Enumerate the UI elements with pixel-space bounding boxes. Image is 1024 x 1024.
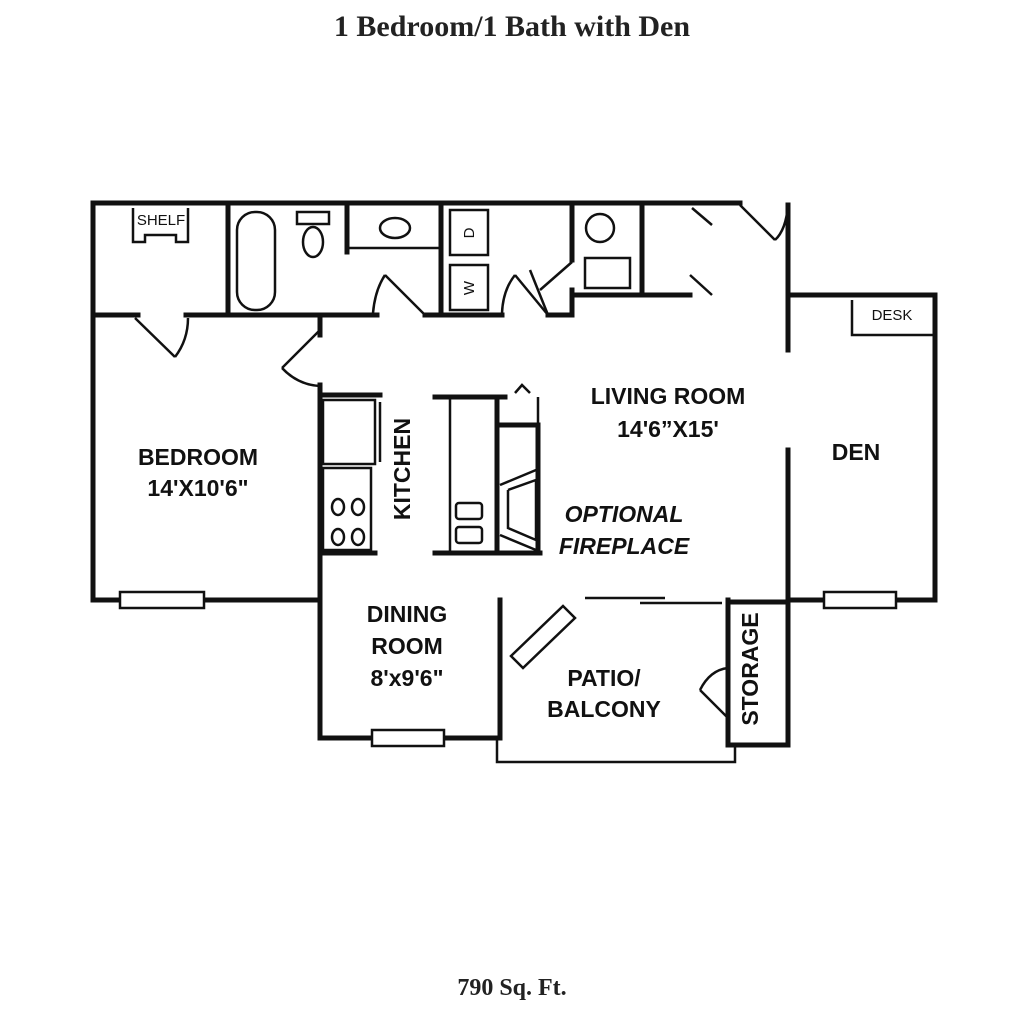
living-room-name: LIVING ROOM	[591, 383, 746, 409]
dining-size: 8'x9'6"	[370, 665, 443, 691]
shelf-label: SHELF	[137, 212, 185, 229]
dining-line1: DINING	[367, 601, 448, 627]
fireplace-line2: FIREPLACE	[559, 533, 690, 559]
fireplace-line1: OPTIONAL	[565, 501, 684, 527]
den-name: DEN	[832, 439, 881, 465]
fixtures: SHELF D W DESK	[131, 208, 935, 556]
dryer-label: D	[461, 227, 478, 238]
doors	[134, 204, 790, 719]
room-labels: BEDROOM 14'X10'6" LIVING ROOM 14'6”X15' …	[138, 383, 880, 726]
windows	[118, 590, 898, 748]
walls	[90, 200, 938, 764]
dining-line2: ROOM	[371, 633, 443, 659]
washer-label: W	[461, 280, 478, 295]
plan-title: 1 Bedroom/1 Bath with Den	[333, 10, 691, 43]
patio-line2: BALCONY	[547, 696, 661, 722]
bedroom-size: 14'X10'6"	[147, 475, 248, 501]
desk-label: DESK	[872, 307, 913, 324]
living-room-size: 14'6”X15'	[617, 416, 719, 442]
patio-line1: PATIO/	[567, 665, 641, 691]
storage-name: STORAGE	[737, 612, 763, 725]
square-footage: 790 Sq. Ft.	[457, 975, 567, 1001]
kitchen-name: KITCHEN	[389, 418, 415, 520]
bedroom-name: BEDROOM	[138, 444, 258, 470]
